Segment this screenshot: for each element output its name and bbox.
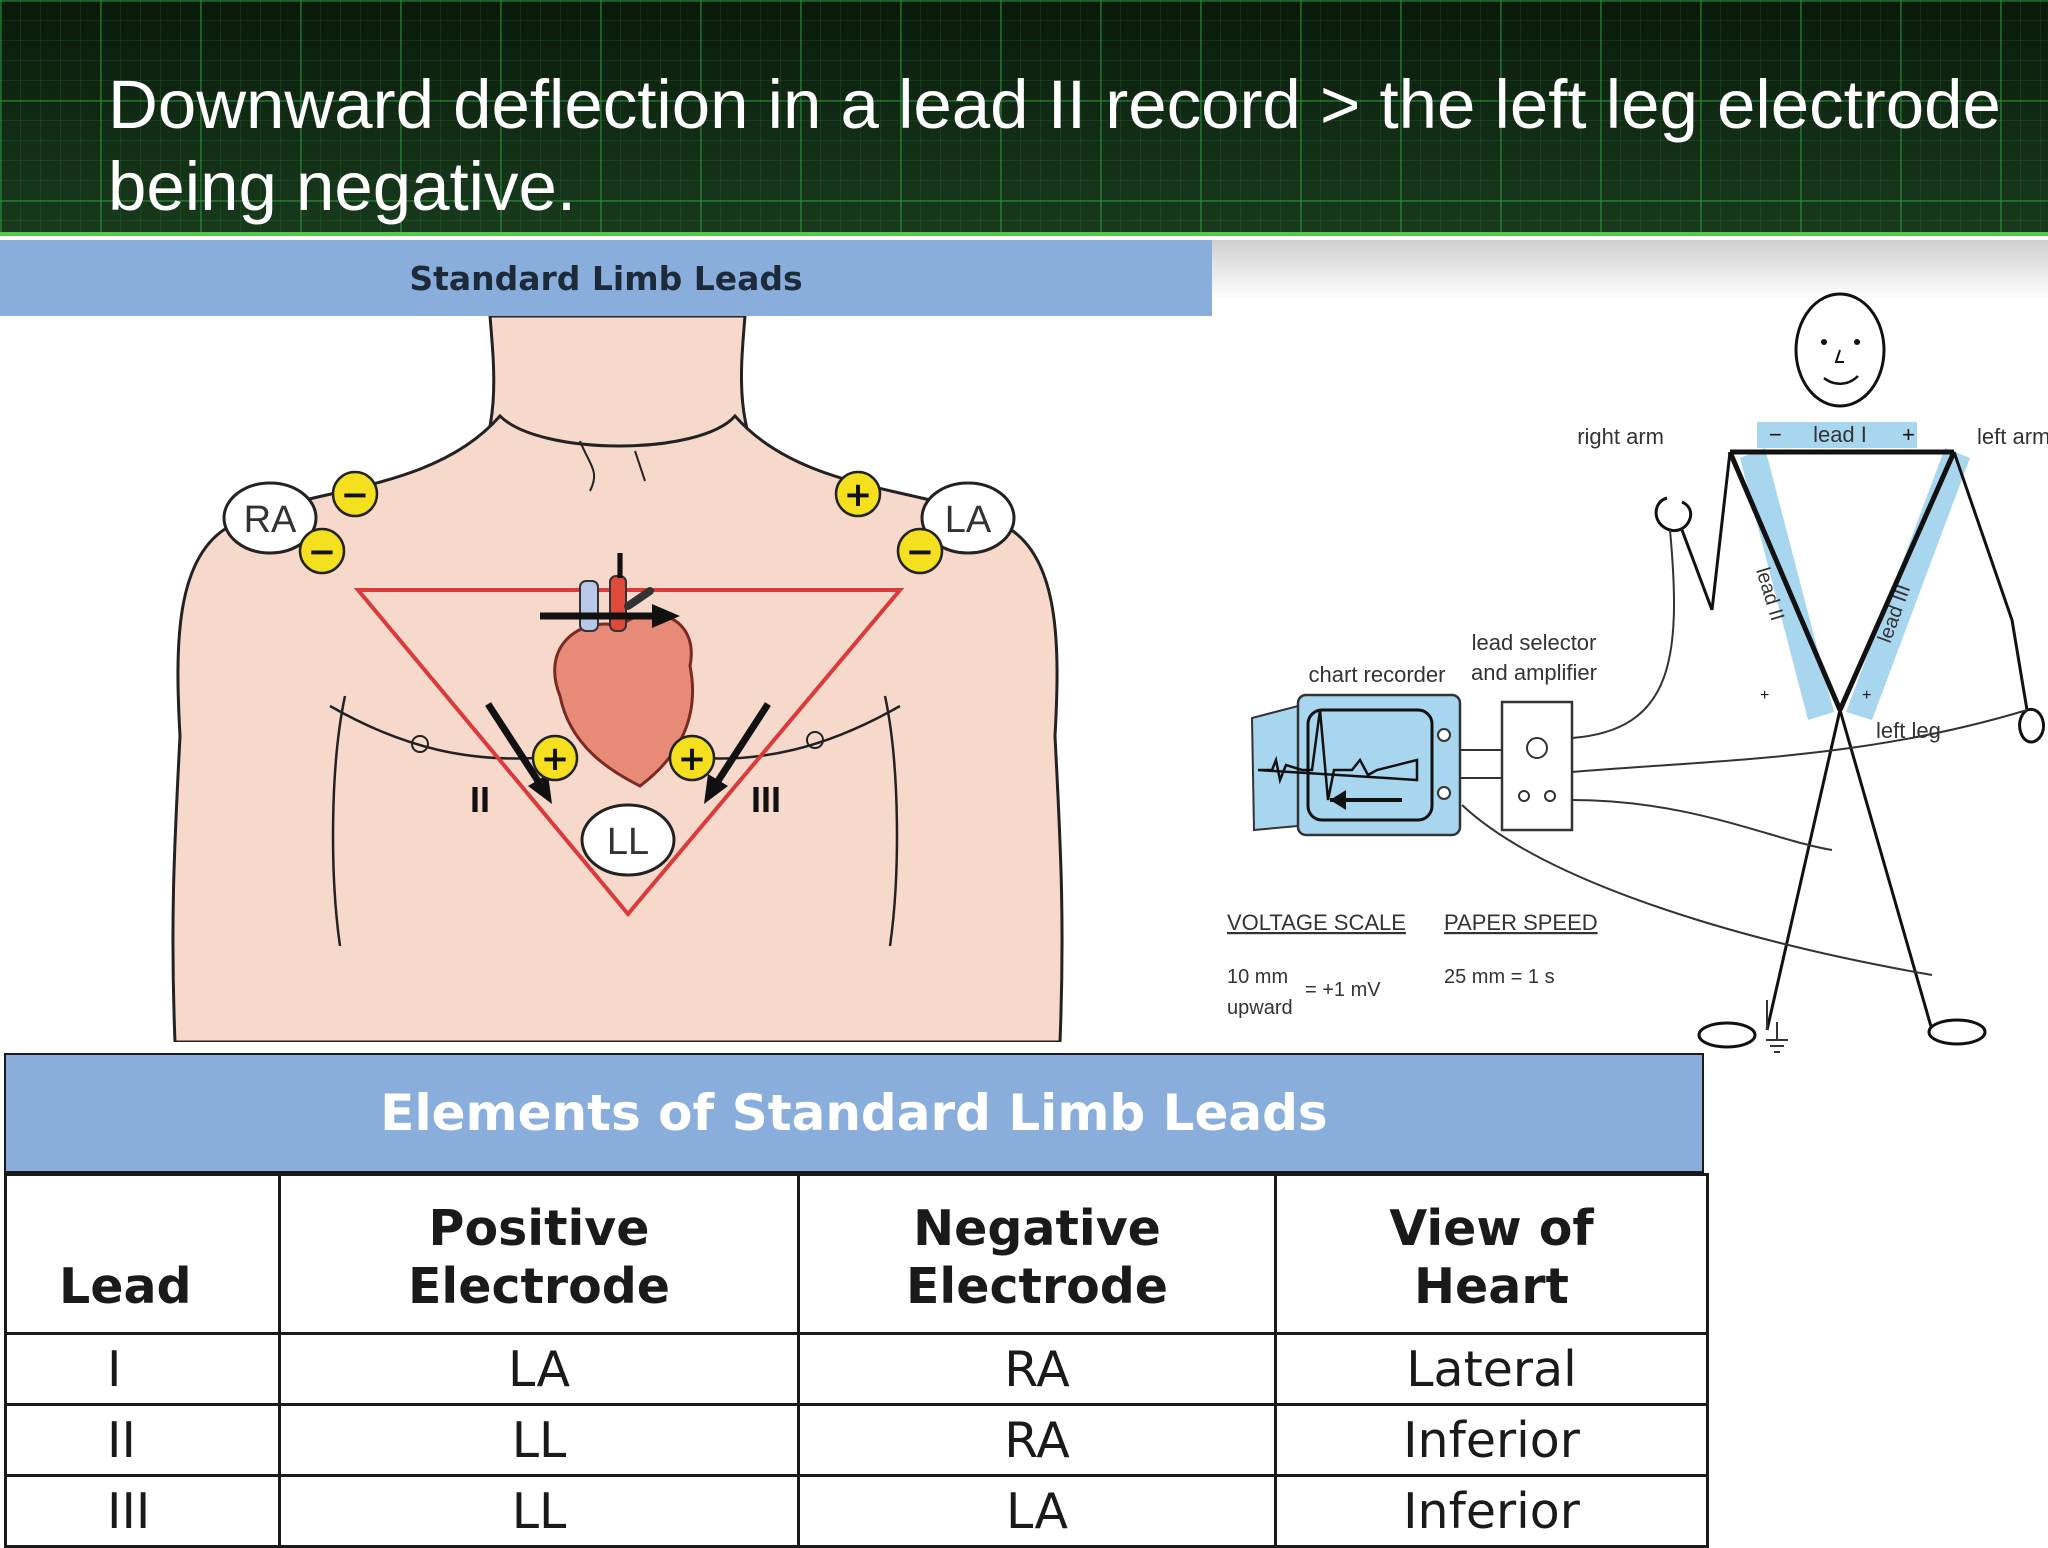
- la-minus-marker: −: [896, 527, 944, 575]
- table-row: I LA RA Lateral: [4, 1332, 1709, 1406]
- chart-recorder-icon: [1250, 693, 1462, 837]
- cell-lead: I: [4, 1332, 281, 1406]
- cell-lead: II: [4, 1403, 281, 1477]
- ll-plus-marker-right: +: [668, 734, 716, 782]
- cell-negative: RA: [797, 1332, 1277, 1406]
- svg-text:+: +: [541, 739, 570, 779]
- chart-recorder-label: chart recorder: [1309, 662, 1446, 687]
- lead-numeral-i: I: [615, 545, 625, 586]
- electrode-ra: RA: [222, 481, 318, 555]
- ra-minus-marker-bottom: −: [298, 527, 346, 575]
- paper-speed-heading: PAPER SPEED: [1444, 910, 1598, 935]
- cell-view: Lateral: [1274, 1332, 1709, 1406]
- header-lead: Lead: [4, 1173, 281, 1335]
- lead-numeral-ii: II: [470, 779, 490, 820]
- svg-text:−: −: [341, 475, 370, 515]
- lead-selector-label-2: and amplifier: [1471, 660, 1597, 685]
- slide-title: Downward deflection in a lead II record …: [108, 66, 2001, 225]
- torso-illustration: I II III RA LA LL − − +: [171, 316, 1064, 1042]
- lead-numeral-iii: III: [751, 779, 781, 820]
- svg-text:RA: RA: [244, 499, 297, 541]
- svg-text:−: −: [906, 532, 935, 572]
- lead-ii-arrow: [485, 702, 552, 804]
- heart-icon: [553, 575, 695, 788]
- svg-text:LA: LA: [945, 499, 992, 541]
- svg-text:−: −: [308, 532, 337, 572]
- electrode-la: LA: [920, 481, 1016, 555]
- lead-i-label: lead I: [1813, 422, 1867, 447]
- voltage-scale-heading: VOLTAGE SCALE: [1227, 910, 1406, 935]
- ra-minus-marker-top: −: [331, 470, 379, 518]
- limb-leads-table-section: Elements of Standard Limb Leads Lead Pos…: [0, 1053, 1709, 1548]
- voltage-equals: = +1 mV: [1305, 979, 1381, 1001]
- left-arm-label: left arm: [1977, 424, 2048, 449]
- lead-selector-icon: [1500, 700, 1574, 832]
- electrode-ll: LL: [580, 803, 676, 877]
- cell-positive: LL: [278, 1403, 800, 1477]
- limb-leads-banner: Standard Limb Leads: [0, 240, 1212, 316]
- table-banner: Elements of Standard Limb Leads: [4, 1053, 1704, 1173]
- cell-positive: LA: [278, 1332, 800, 1406]
- svg-text:LL: LL: [607, 821, 649, 863]
- cell-negative: RA: [797, 1403, 1277, 1477]
- svg-text:+: +: [678, 739, 707, 779]
- stick-figure-head-icon: [1794, 292, 1886, 408]
- slide-header: Downward deflection in a lead II record …: [0, 0, 2048, 236]
- lead-i-plus: +: [1902, 422, 1915, 447]
- ll-plus-marker-left: +: [531, 734, 579, 782]
- lead-iii-arrow: [704, 702, 771, 804]
- voltage-value-2: upward: [1227, 997, 1293, 1019]
- lead-iii-plus: +: [1862, 687, 1871, 704]
- table-row: II LL RA Inferior: [4, 1403, 1709, 1477]
- svg-text:+: +: [844, 475, 873, 515]
- right-arm-label: right arm: [1577, 424, 1664, 449]
- standard-limb-leads-diagram: Standard Limb Leads: [0, 240, 1212, 1042]
- lead-ii-plus: +: [1760, 687, 1769, 704]
- lead-circuit-diagram: − lead I + lead II lead III + + right ar…: [1212, 240, 2048, 1053]
- lead-selector-label-1: lead selector: [1472, 630, 1597, 655]
- ground-icon: [1766, 1022, 1788, 1053]
- lead-i-arrow: [540, 604, 680, 628]
- cell-view: Inferior: [1274, 1403, 1709, 1477]
- paper-speed-value: 25 mm = 1 s: [1444, 966, 1555, 988]
- la-plus-marker: +: [834, 470, 882, 518]
- lead-i-minus: −: [1769, 422, 1782, 447]
- voltage-value-1: 10 mm: [1227, 966, 1288, 988]
